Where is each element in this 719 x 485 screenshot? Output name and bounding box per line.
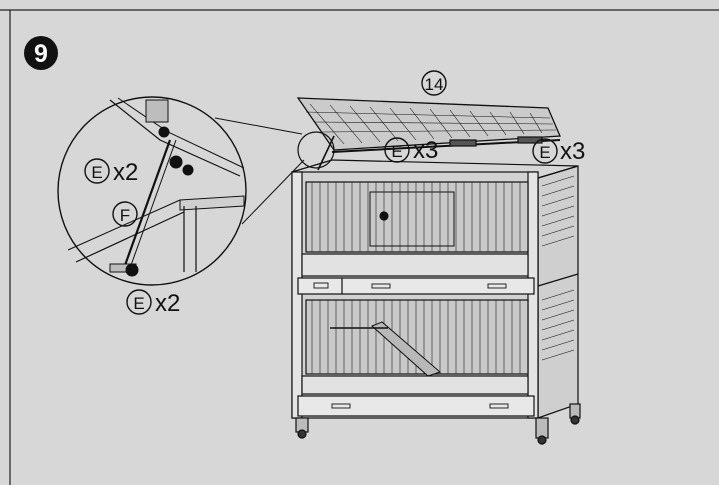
upper-tray xyxy=(301,253,529,277)
middle-drawer xyxy=(297,277,535,295)
support-bar-letter: F xyxy=(120,206,130,225)
lid-mesh-lines xyxy=(305,103,557,145)
upper-mesh-lines xyxy=(311,182,521,252)
callout-detail-bottom: E x2 xyxy=(126,289,180,317)
detail-magnifier xyxy=(57,96,335,286)
callout-lid-14: 14 xyxy=(421,70,447,96)
step-number: 9 xyxy=(34,40,48,68)
detail-screw-count-top: x2 xyxy=(113,159,138,186)
hinge-screw-count-left: x3 xyxy=(413,137,438,164)
bottom-drawer xyxy=(297,395,535,417)
lower-tray xyxy=(301,375,529,395)
hinge-1 xyxy=(449,139,477,147)
hutch-side-panel xyxy=(537,165,579,419)
side-mesh-lower xyxy=(541,289,575,361)
callout-detail-top: E x2 xyxy=(84,158,138,186)
lower-mesh-lines xyxy=(311,300,521,374)
screw-letter-label: E xyxy=(539,143,550,162)
ramp xyxy=(371,321,441,377)
hutch-illustration xyxy=(291,97,581,445)
screw-letter-label: E xyxy=(391,142,402,161)
callout-bar-f: F xyxy=(112,201,138,227)
screw-letter-label: E xyxy=(133,294,144,313)
upper-door-latch xyxy=(379,211,389,221)
lid-part-number: 14 xyxy=(425,75,444,94)
upper-door xyxy=(369,191,455,247)
screw-letter-label: E xyxy=(91,163,102,182)
wheel-front-right xyxy=(535,417,549,439)
upper-mesh-panel xyxy=(305,181,529,253)
detail-screw-count-bottom: x2 xyxy=(155,290,180,317)
side-mesh-upper xyxy=(541,175,575,247)
callout-hinge-right: E x3 xyxy=(532,138,585,165)
callout-hinge-left: E x3 xyxy=(384,137,438,164)
hinge-screw-count-right: x3 xyxy=(560,138,585,165)
step-number-badge: 9 xyxy=(24,36,58,70)
